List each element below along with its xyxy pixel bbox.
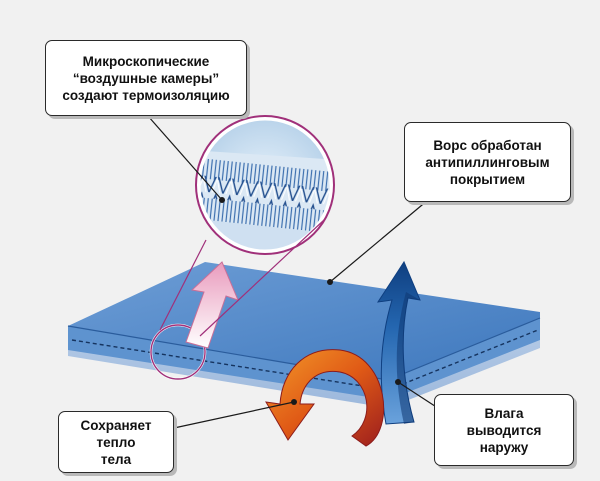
callout-line: Ворс обработан [433,137,542,153]
moisture-arrow-shadow-icon [396,292,420,424]
warmth-arrow-icon [265,349,385,447]
callout-line: тепло [96,434,136,450]
fabric-stitch-line [71,329,539,391]
callout-anti-pilling: Ворс обработан антипиллинговым покрытием [404,122,571,202]
callout-line: тела [100,451,132,467]
leader-dot [327,279,333,285]
callout-line: наружу [479,439,529,455]
fabric-top-surface [68,262,540,380]
leader-dot [291,399,297,405]
callout-line: Микроскопические [82,53,210,69]
callout-line: покрытием [449,171,526,187]
callout-line: Влага [484,405,524,421]
callout-line: антипиллинговым [425,154,550,170]
lens-connector-line [159,239,207,331]
lens-connector-line [199,219,325,337]
callout-air-chambers: Микроскопические “воздушные камеры” созд… [45,40,247,116]
callout-line: “воздушные камеры” [72,70,220,86]
callout-line: Сохраняет [80,417,152,433]
leader-dot [395,379,401,385]
callout-keeps-warmth: Сохраняет тепло тела [58,411,174,473]
leader-dot [219,197,225,203]
airflow-arrow-icon [185,261,239,349]
zoom-lens-icon [195,115,335,255]
callout-line: выводится [466,422,542,438]
leader-line-keeps-warmth [173,401,295,429]
fabric-side-layer [68,318,540,400]
leader-line-anti-pilling [329,199,429,283]
callout-line: создают термоизоляцию [62,87,230,103]
callout-moisture-out: Влага выводится наружу [434,394,574,466]
small-lens-ring [150,324,206,380]
leader-line-air-chambers [147,115,223,201]
